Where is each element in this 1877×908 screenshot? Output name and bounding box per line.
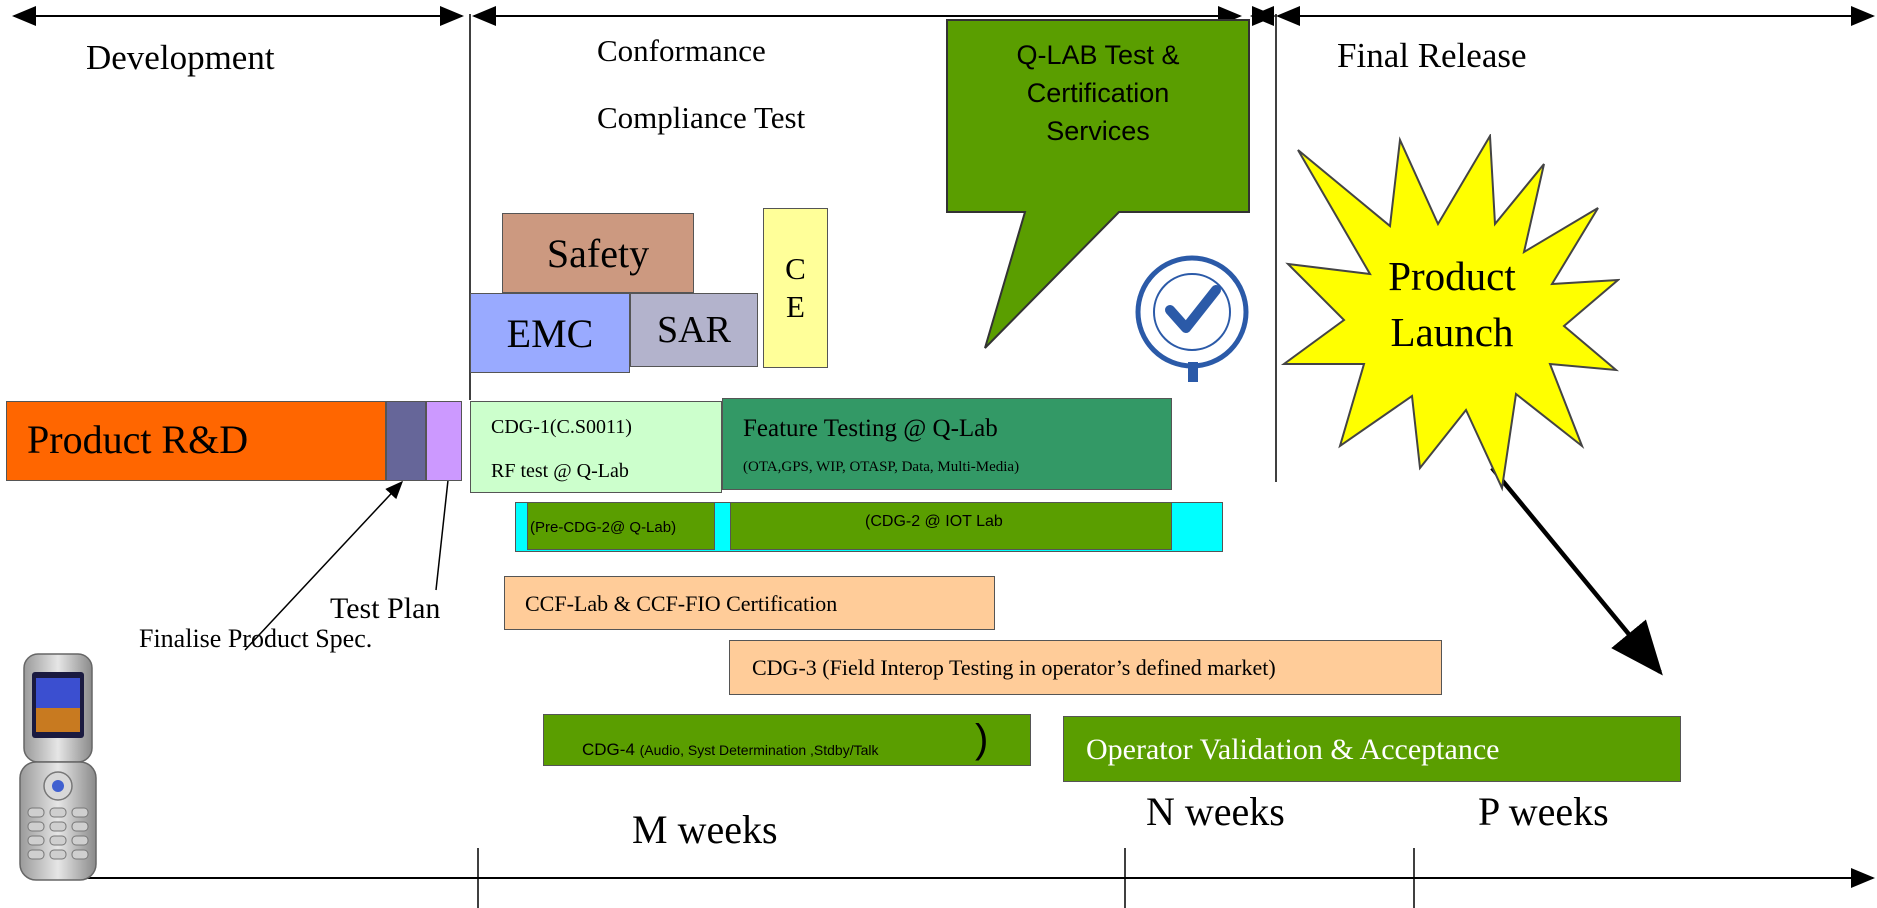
product-rd-label: Product R&D bbox=[27, 417, 249, 462]
operator-validation-label: Operator Validation & Acceptance bbox=[1086, 733, 1500, 766]
cdg4-detail: (Audio, Syst Determination ,Stdby/Talk bbox=[639, 742, 879, 758]
n-weeks-label: N weeks bbox=[1146, 789, 1285, 834]
cdg2-label: (CDG-2 @ IOT Lab bbox=[865, 513, 1003, 530]
pre-cdg2-block: (Pre-CDG-2@ Q-Lab) bbox=[527, 502, 715, 550]
feature-testing-block: Feature Testing @ Q-Lab (OTA,GPS, WIP, O… bbox=[722, 398, 1172, 490]
p-weeks-label: P weeks bbox=[1478, 789, 1609, 834]
callout-line-1: Q-LAB Test & bbox=[1016, 40, 1180, 70]
conformance-phase-label: Conformance bbox=[597, 33, 766, 68]
flip-phone-icon bbox=[19, 653, 97, 881]
cdg1-subtitle: RF test @ Q-Lab bbox=[491, 460, 629, 482]
callout-line-2: Certification bbox=[1026, 78, 1170, 108]
compliance-test-label: Compliance Test bbox=[597, 100, 806, 135]
qlab-approved-badge bbox=[1135, 255, 1249, 382]
ccf-block: CCF-Lab & CCF-FIO Certification bbox=[504, 576, 995, 630]
cdg1-block: CDG-1(C.S0011) RF test @ Q-Lab bbox=[470, 401, 722, 493]
ce-block: C E bbox=[763, 208, 828, 368]
finalise-spec-pointer bbox=[244, 480, 404, 651]
test-plan-pointer bbox=[435, 460, 456, 591]
cdg1-title: CDG-1(C.S0011) bbox=[491, 416, 632, 438]
cdg4-label: CDG-4 (Audio, Syst Determination ,Stdby/… bbox=[582, 740, 879, 760]
feature-testing-title: Feature Testing @ Q-Lab bbox=[743, 415, 998, 442]
spec-segment bbox=[386, 401, 426, 481]
ccf-label: CCF-Lab & CCF-FIO Certification bbox=[525, 591, 838, 616]
cdg4-main: CDG-4 bbox=[582, 740, 640, 759]
qlab-callout-bubble bbox=[946, 19, 1250, 349]
emc-block: EMC bbox=[470, 293, 630, 373]
cdg3-block: CDG-3 (Field Interop Testing in operator… bbox=[729, 640, 1442, 695]
safety-block: Safety bbox=[502, 213, 694, 293]
feature-testing-subtitle: (OTA,GPS, WIP, OTASP, Data, Multi-Media) bbox=[743, 459, 1020, 475]
checkmark-icon bbox=[1165, 285, 1221, 333]
pre-cdg2-label: (Pre-CDG-2@ Q-Lab) bbox=[530, 519, 677, 536]
sar-block: SAR bbox=[630, 293, 758, 367]
product-rd-bar: Product R&D bbox=[6, 401, 386, 481]
launch-line-2: Launch bbox=[1390, 309, 1514, 355]
launch-line-1: Product bbox=[1388, 253, 1516, 299]
test-plan-segment bbox=[426, 401, 462, 481]
development-phase-label: Development bbox=[86, 38, 275, 77]
cdg2-block: (CDG-2 @ IOT Lab bbox=[730, 502, 1172, 550]
cdg4-paren: ) bbox=[975, 717, 989, 761]
test-plan-label: Test Plan bbox=[330, 592, 441, 625]
operator-validation-block: Operator Validation & Acceptance bbox=[1063, 716, 1681, 782]
cdg3-label: CDG-3 (Field Interop Testing in operator… bbox=[752, 655, 1276, 680]
qlab-callout-text: Q-LAB Test & Certification Services bbox=[950, 28, 1246, 158]
finalise-spec-label: Finalise Product Spec. bbox=[139, 624, 373, 653]
final-release-phase-label: Final Release bbox=[1337, 36, 1527, 75]
ce-letter-c: C bbox=[785, 251, 806, 286]
callout-line-3: Services bbox=[1046, 116, 1150, 146]
cdg4-block: CDG-4 (Audio, Syst Determination ,Stdby/… bbox=[543, 714, 1031, 766]
ce-letter-e: E bbox=[786, 289, 805, 324]
launch-arrow bbox=[1490, 466, 1663, 676]
m-weeks-label: M weeks bbox=[632, 807, 778, 852]
product-launch-star bbox=[1280, 134, 1620, 492]
product-launch-text: Product Launch bbox=[1336, 244, 1568, 364]
